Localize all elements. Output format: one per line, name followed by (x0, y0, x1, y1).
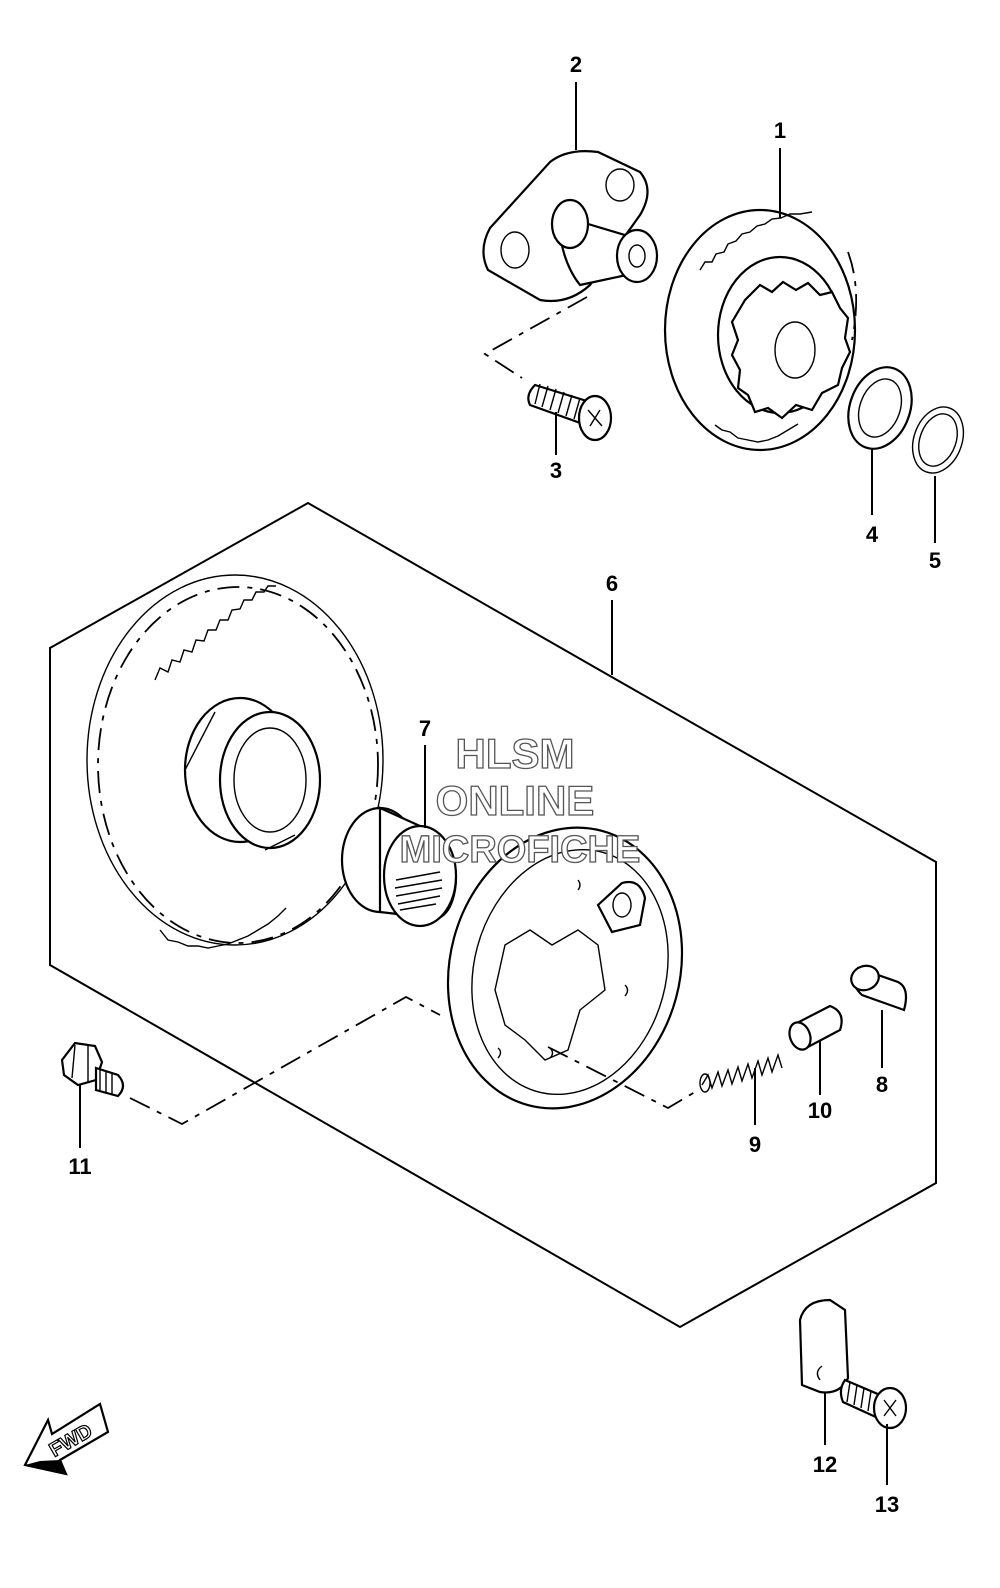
callout-4: 4 (866, 522, 879, 547)
part-13-bolt (839, 1378, 908, 1430)
watermark-line-1: HLSM (456, 730, 575, 777)
fwd-arrow-icon: FWD (23, 1402, 110, 1476)
part-6-starter-gear (86, 574, 384, 949)
part-5-circlip (911, 406, 965, 474)
watermark-line-3: MICROFICHE (400, 829, 641, 871)
part-8-roller (850, 964, 908, 1012)
callout-6: 6 (606, 571, 618, 596)
leader-housing-to-spring (547, 1046, 696, 1110)
part-6-clutch-housing (446, 826, 684, 1110)
part-4-washer (847, 366, 913, 450)
assembly-outline (49, 501, 937, 1329)
leader-11-to-housing (129, 995, 441, 1126)
part-2-shaft-bracket (482, 150, 659, 303)
part-3-screw (527, 383, 613, 442)
callout-9: 9 (749, 1132, 761, 1157)
callout-2: 2 (570, 52, 582, 77)
callout-13: 13 (875, 1492, 899, 1517)
part-9-spring (699, 1052, 783, 1093)
part-1-idler-gear (663, 208, 858, 452)
part-12-plate (798, 1298, 850, 1394)
leader-3-to-2 (483, 296, 588, 379)
callout-8: 8 (876, 1072, 888, 1097)
callout-1: 1 (774, 118, 786, 143)
part-11-bolt (60, 1041, 125, 1098)
leader-lines (79, 82, 936, 1485)
part-10-plunger (788, 1004, 843, 1051)
part-7-needle-bearing (340, 806, 458, 928)
callout-10: 10 (808, 1098, 832, 1123)
callout-7: 7 (419, 716, 431, 741)
watermark-line-2: ONLINE (436, 777, 595, 824)
callout-11: 11 (68, 1154, 91, 1179)
callout-5: 5 (929, 548, 941, 573)
watermark: HLSM ONLINE MICROFICHE (399, 729, 641, 871)
callout-3: 3 (550, 458, 562, 483)
callout-12: 12 (813, 1452, 837, 1477)
part-6-gear-hub (183, 696, 322, 851)
